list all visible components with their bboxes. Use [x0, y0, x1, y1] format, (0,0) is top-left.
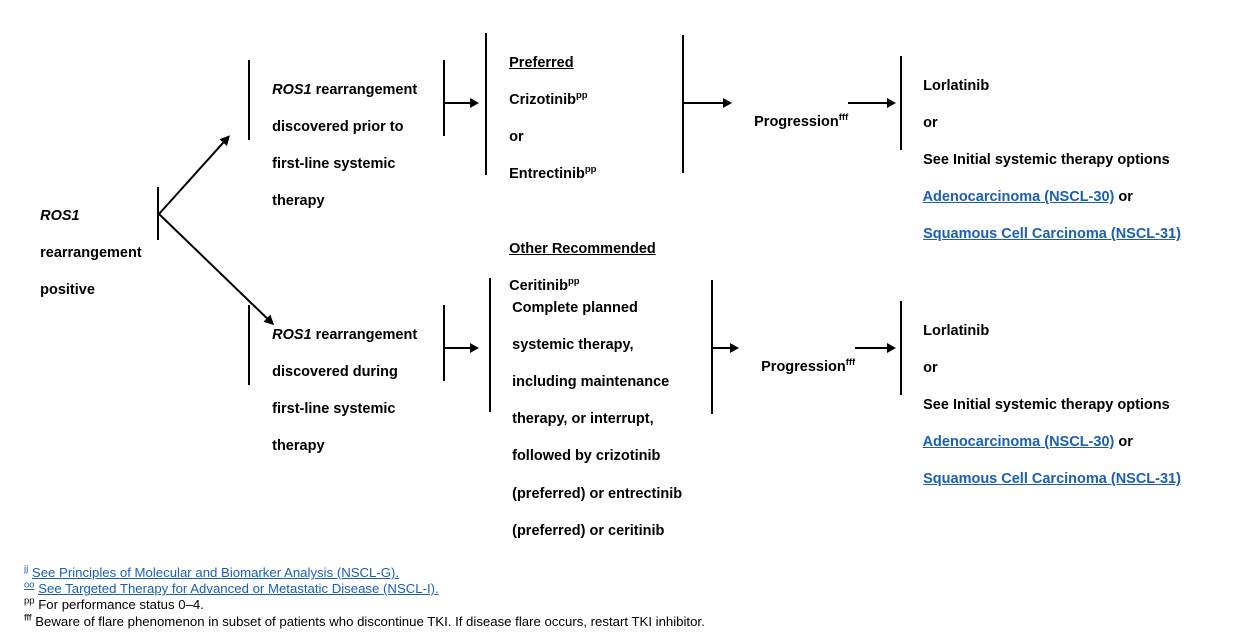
therapy-lower-line-3: including maintenance	[512, 373, 670, 390]
therapy-lower-text: Complete planned systemic therapy, inclu…	[496, 280, 706, 559]
progression-upper-label: Progression	[754, 113, 839, 130]
therapy-lower-right-bar	[711, 280, 713, 414]
footnote-jj-text[interactable]: See Principles of Molecular and Biomarke…	[31, 565, 400, 580]
branch-arrow-upper-head	[219, 131, 234, 147]
arrow-upper-2-line	[684, 102, 724, 104]
arrow-lower-3-head	[887, 343, 896, 353]
discovery-lower-line-4: therapy	[272, 438, 325, 455]
therapy-lower-left-bar	[489, 278, 491, 412]
therapy-upper-line-2: Crizotinib	[509, 91, 576, 108]
arrow-upper-1-line	[445, 102, 471, 104]
discovery-lower-right-bar	[443, 305, 445, 381]
footnote-pp-marker: pp	[24, 596, 35, 608]
subsequent-lower-line-3: See Initial systemic therapy options	[923, 396, 1170, 413]
footnote-jj-marker: jj	[24, 563, 29, 575]
subsequent-lower-left-bar	[900, 301, 902, 395]
discovery-upper-line-3: first-line systemic	[272, 155, 396, 172]
subsequent-lower-text: Lorlatinib or See Initial systemic thera…	[907, 303, 1227, 508]
discovery-upper-line-1b: rearrangement	[315, 81, 418, 98]
subsequent-upper-line-1: Lorlatinib	[923, 77, 990, 94]
progression-lower-label: Progression	[761, 358, 846, 375]
arrow-upper-2-head	[723, 98, 732, 108]
therapy-upper-line-1: Preferred	[509, 54, 574, 71]
discovery-lower-line-2: discovered during	[272, 363, 398, 380]
footnote-oo: oo See Targeted Therapy for Advanced or …	[24, 581, 1224, 597]
arrow-lower-2-line	[713, 347, 731, 349]
therapy-upper-left-bar	[485, 33, 487, 175]
therapy-lower-line-1: Complete planned	[512, 299, 638, 316]
root-node: ROS1 rearrangement positive	[24, 188, 154, 318]
therapy-upper-line-6: Other Recommended	[509, 240, 656, 257]
footnote-fff-marker: fff	[24, 612, 32, 624]
therapy-upper-text: Preferred Crizotinibpp or Entrectinibpp …	[493, 35, 683, 314]
root-line-1: ROS1	[40, 207, 80, 224]
link-adenocarcinoma-nscl-30-lower[interactable]: Adenocarcinoma (NSCL-30)	[922, 434, 1115, 451]
therapy-upper-right-bar	[682, 35, 684, 173]
arrow-lower-3-line	[855, 347, 888, 349]
arrow-lower-2-head	[730, 343, 739, 353]
discovery-upper-line-4: therapy	[272, 193, 325, 210]
subsequent-upper-text: Lorlatinib or See Initial systemic thera…	[907, 58, 1227, 263]
footnote-fff: fff Beware of flare phenomenon in subset…	[24, 612, 1224, 630]
progression-upper: Progressionfff	[738, 94, 848, 150]
therapy-lower-line-2: systemic therapy,	[512, 336, 634, 353]
subsequent-upper-line-4-or: or	[1114, 189, 1133, 206]
subsequent-lower-line-4-or: or	[1114, 434, 1133, 451]
footnote-pp: pp For performance status 0–4.	[24, 597, 1224, 613]
subsequent-upper-line-3: See Initial systemic therapy options	[923, 151, 1170, 168]
discovery-upper-line-2: discovered prior to	[272, 118, 404, 135]
arrow-upper-1-head	[470, 98, 479, 108]
discovery-lower-line-1a: ROS1	[272, 326, 316, 343]
footnote-pp-text: For performance status 0–4.	[38, 597, 204, 613]
discovery-lower-line-1b: rearrangement	[315, 326, 418, 343]
therapy-upper-line-4-sup: pp	[584, 164, 597, 176]
therapy-lower-line-5: followed by crizotinib	[512, 448, 661, 465]
subsequent-lower-line-2: or	[923, 359, 938, 376]
therapy-lower-line-6: (preferred) or entrectinib	[512, 485, 683, 502]
link-adenocarcinoma-nscl-30-upper[interactable]: Adenocarcinoma (NSCL-30)	[922, 189, 1115, 206]
footnote-fff-text: Beware of flare phenomenon in subset of …	[35, 613, 705, 629]
therapy-upper-spacer	[509, 203, 513, 219]
discovery-lower-line-3: first-line systemic	[272, 400, 396, 417]
discovery-lower-text: ROS1 rearrangement discovered during fir…	[256, 307, 442, 474]
therapy-lower-line-7: (preferred) or ceritinib	[512, 522, 665, 539]
therapy-upper-line-3: or	[509, 128, 524, 145]
arrow-upper-3-line	[848, 102, 888, 104]
footnote-oo-text[interactable]: See Targeted Therapy for Advanced or Met…	[38, 581, 439, 597]
therapy-upper-line-7-sup: pp	[567, 275, 580, 287]
therapy-upper-line-7: Ceritinib	[509, 277, 568, 294]
subsequent-lower-line-1: Lorlatinib	[923, 322, 990, 339]
footnote-jj: jj See Principles of Molecular and Bioma…	[24, 563, 1224, 581]
arrow-lower-1-line	[445, 347, 471, 349]
therapy-upper-line-2-sup: pp	[575, 89, 588, 101]
therapy-upper-line-4: Entrectinib	[509, 166, 585, 183]
discovery-upper-text: ROS1 rearrangement discovered prior to f…	[256, 62, 442, 229]
progression-upper-sup: fff	[838, 111, 849, 123]
discovery-upper-right-bar	[443, 60, 445, 136]
footnotes-section: jj See Principles of Molecular and Bioma…	[24, 563, 1224, 630]
discovery-upper-line-1a: ROS1	[272, 81, 316, 98]
arrow-upper-3-head	[887, 98, 896, 108]
arrow-lower-1-head	[470, 343, 479, 353]
progression-lower: Progressionfff	[745, 339, 855, 395]
subsequent-upper-left-bar	[900, 56, 902, 150]
link-squamous-cell-carcinoma-nscl-31-lower[interactable]: Squamous Cell Carcinoma (NSCL-31)	[923, 471, 1181, 488]
root-line-2: rearrangement	[40, 244, 142, 261]
root-line-3: positive	[40, 281, 95, 298]
subsequent-upper-line-2: or	[923, 114, 938, 131]
branch-arrow-upper	[158, 131, 234, 215]
progression-lower-sup: fff	[845, 356, 856, 368]
root-connector-bar	[157, 187, 159, 240]
discovery-upper-left-bar	[248, 60, 250, 140]
therapy-lower-line-4: therapy, or interrupt,	[512, 411, 654, 428]
footnote-oo-marker: oo	[24, 579, 35, 591]
link-squamous-cell-carcinoma-nscl-31-upper[interactable]: Squamous Cell Carcinoma (NSCL-31)	[923, 226, 1181, 243]
discovery-lower-left-bar	[248, 305, 250, 385]
